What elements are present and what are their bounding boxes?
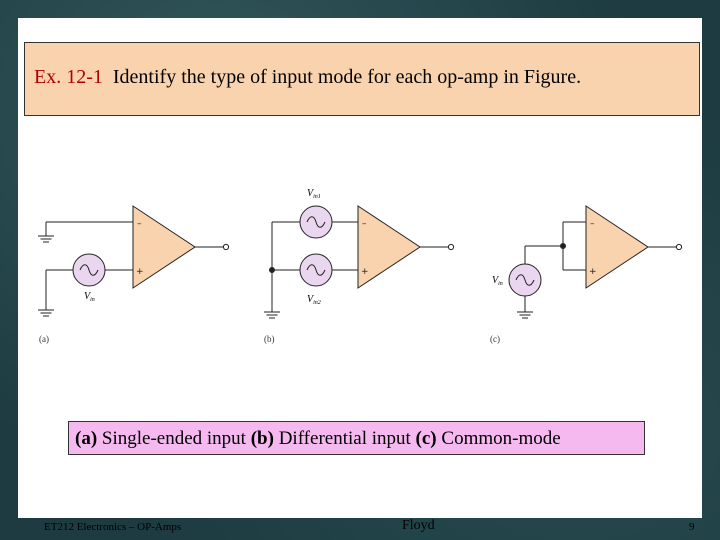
answer-b: Differential input	[278, 428, 411, 449]
circuit-b	[264, 205, 455, 319]
footer-author: Floyd	[402, 518, 435, 533]
signal-label-b1: Vin1	[307, 188, 321, 200]
circuit-a	[38, 205, 230, 317]
op-amp-a-triangle	[132, 205, 196, 289]
output-terminal-c	[675, 243, 683, 251]
svg-text:–: –	[590, 219, 595, 229]
figure-label-b: (b)	[264, 334, 275, 344]
answer-tag-b: (b)	[250, 428, 274, 449]
answer-c: Common-mode	[441, 428, 561, 449]
answer-text: (a) Single-ended input (b) Differential …	[75, 428, 561, 450]
footer-course: ET212 Electronics – OP-Amps	[44, 521, 182, 533]
signal-label-c: Vin	[492, 275, 503, 287]
op-amp-b-triangle	[357, 205, 421, 289]
junction-c	[560, 243, 566, 249]
slide-title: Ex. 12-1 Identify the type of input mode…	[34, 66, 581, 89]
figure-label-c: (c)	[490, 334, 500, 344]
answer-tag-c: (c)	[415, 428, 437, 449]
title-question: Identify the type of input mode for each…	[112, 66, 582, 88]
signal-label-b2: Vin2	[307, 294, 321, 306]
output-terminal-a	[222, 243, 230, 251]
example-number: Ex. 12-1	[34, 66, 103, 88]
svg-text:+: +	[589, 267, 597, 277]
svg-text:–: –	[137, 219, 142, 229]
svg-text:+: +	[136, 267, 144, 277]
page-number: 9	[689, 521, 695, 533]
answer-box	[68, 421, 645, 455]
op-amp-c-triangle	[585, 205, 649, 289]
figure-label-a: (a)	[39, 334, 49, 344]
answer-tag-a: (a)	[75, 428, 98, 449]
svg-text:–: –	[362, 219, 367, 229]
answer-a: Single-ended input	[101, 428, 246, 449]
svg-text:+: +	[361, 267, 369, 277]
junction-b	[269, 267, 275, 273]
signal-label-a: Vin	[84, 291, 95, 303]
circuit-c	[508, 205, 683, 319]
title-box	[24, 42, 700, 116]
output-terminal-b	[447, 243, 455, 251]
